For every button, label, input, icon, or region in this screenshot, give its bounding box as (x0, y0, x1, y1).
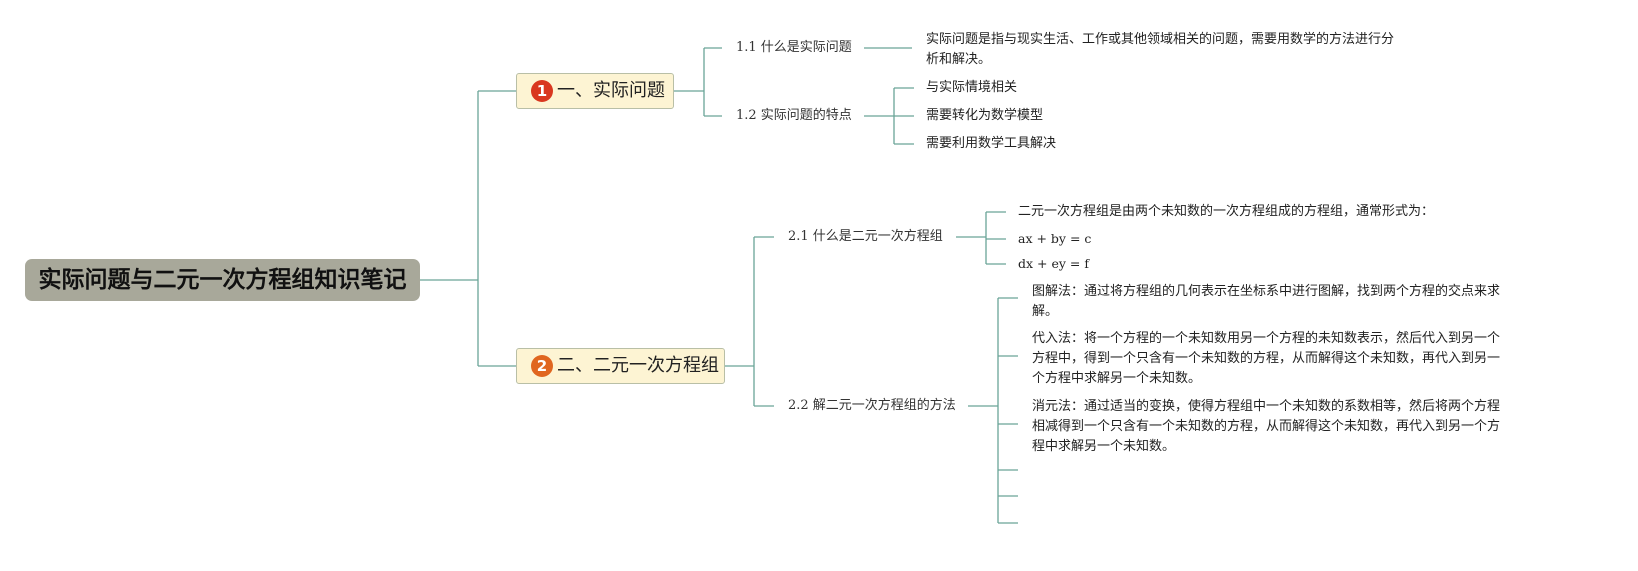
subtopic-1-1[interactable]: 1.1 什么是实际问题 (736, 40, 852, 55)
leaf-2-2-elimination-method[interactable]: 消元法：通过适当的变换，使得方程组中一个未知数的系数相等，然后将两个方程相减得到… (1032, 399, 1501, 454)
leaf-1-2-c[interactable]: 需要利用数学工具解决 (926, 136, 1057, 151)
subtopic-2-2[interactable]: 2.2 解二元一次方程组的方法 (788, 398, 956, 413)
branch-1-title: 一、实际问题 (557, 80, 665, 101)
leaf-2-2-graphical-method[interactable]: 图解法：通过将方程组的几何表示在坐标系中进行图解，找到两个方程的交点来求解。 (1032, 284, 1501, 319)
leaf-2-1-equation-1[interactable]: ax + by = c (1018, 231, 1092, 246)
subtopic-2-1[interactable]: 2.1 什么是二元一次方程组 (788, 229, 943, 244)
branch-2-title: 二、二元一次方程组 (557, 355, 719, 376)
leaf-2-1-equation-2[interactable]: dx + ey = f (1018, 256, 1089, 271)
leaf-2-1-definition[interactable]: 二元一次方程组是由两个未知数的一次方程组成的方程组，通常形式为： (1018, 204, 1435, 219)
branch-topic-1[interactable]: 1 一、实际问题 (516, 73, 674, 109)
leaf-1-2-b[interactable]: 需要转化为数学模型 (926, 108, 1044, 123)
subtopic-1-2[interactable]: 1.2 实际问题的特点 (736, 108, 852, 123)
leaf-2-2-substitution-method[interactable]: 代入法：将一个方程的一个未知数用另一个方程的未知数表示，然后代入到另一个方程中，… (1032, 331, 1501, 386)
branch-topic-2[interactable]: 2 二、二元一次方程组 (516, 348, 725, 384)
root-topic[interactable]: 实际问题与二元一次方程组知识笔记 (25, 259, 420, 301)
leaf-1-1-definition[interactable]: 实际问题是指与现实生活、工作或其他领域相关的问题，需要用数学的方法进行分析和解决… (926, 32, 1395, 67)
number-badge-1: 1 (531, 80, 553, 102)
leaf-1-2-a[interactable]: 与实际情境相关 (926, 80, 1018, 95)
number-badge-2: 2 (531, 355, 553, 377)
